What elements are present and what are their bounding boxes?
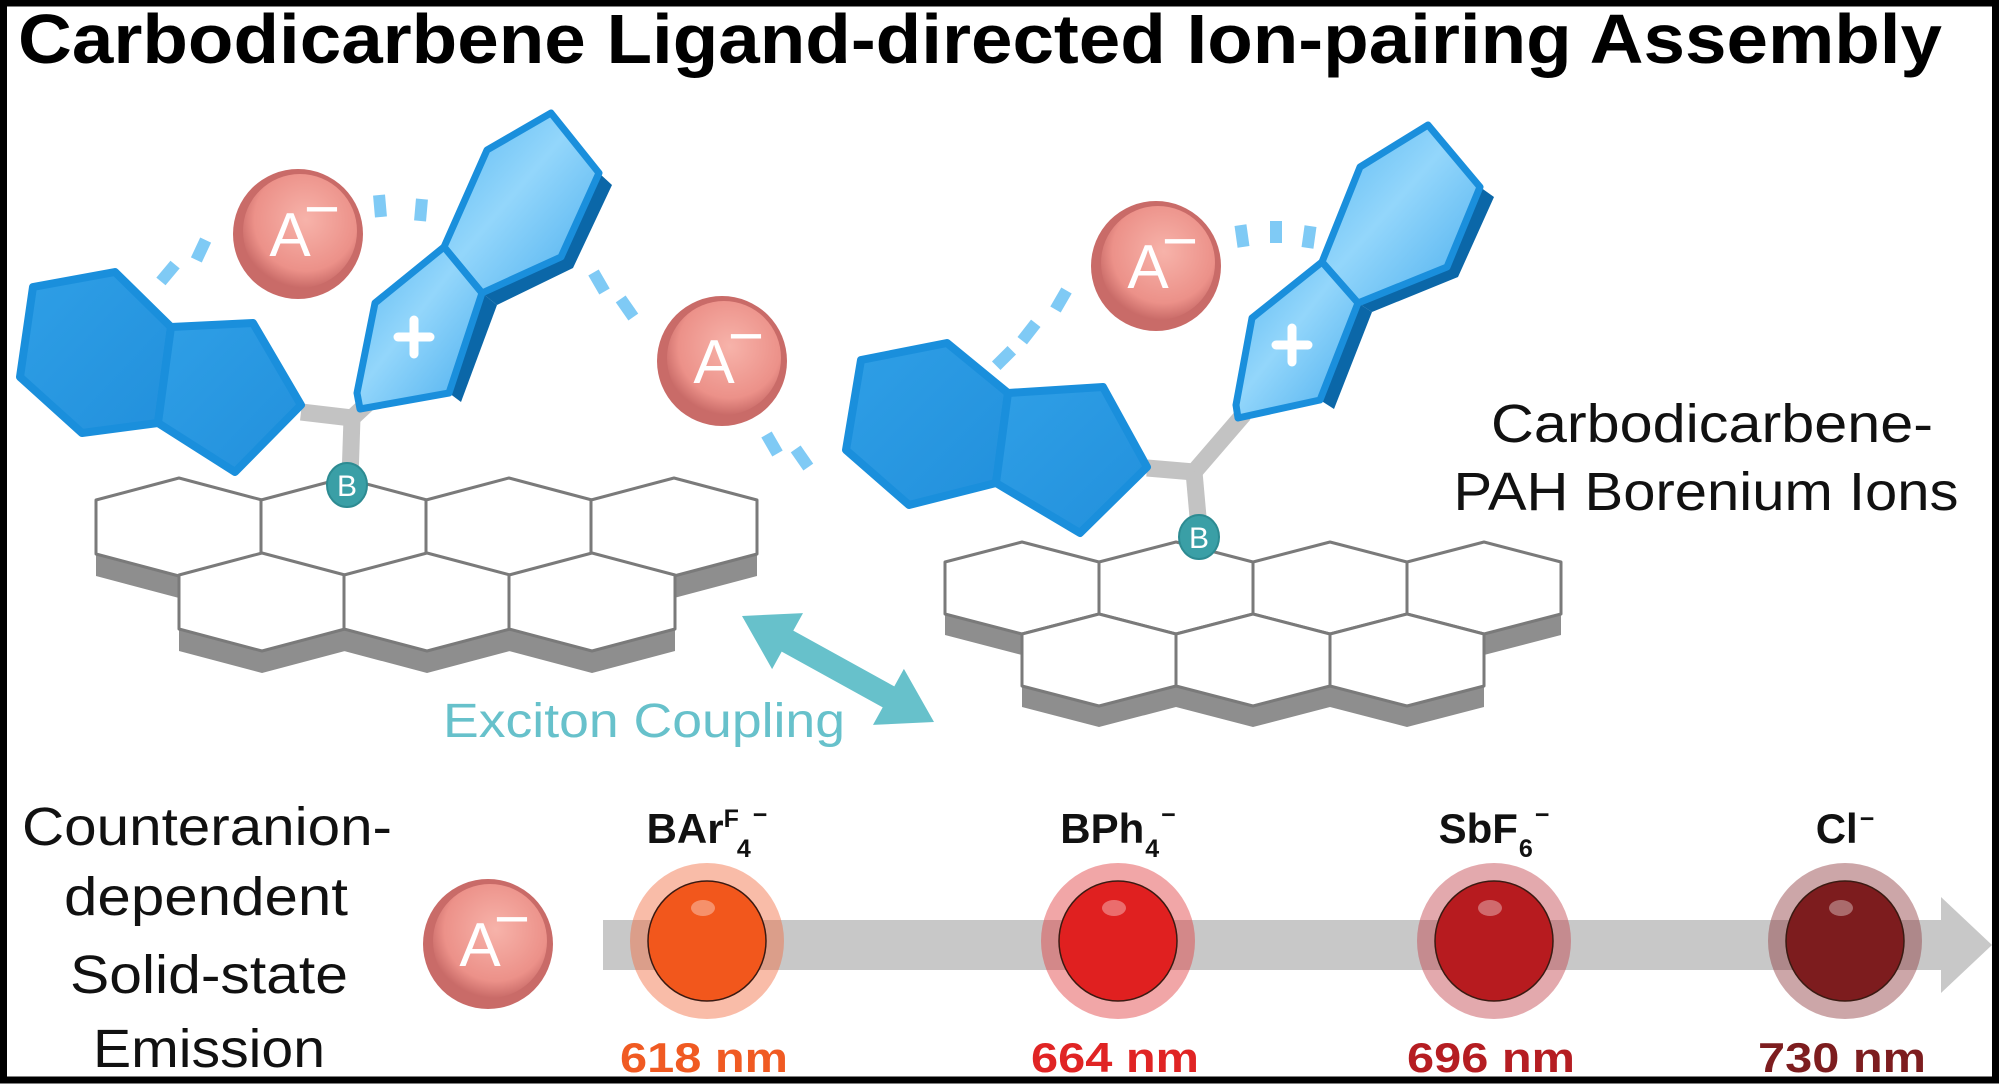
cation-ring-lower: [353, 243, 486, 413]
emission-trend-arrow: [603, 897, 1992, 993]
pah-sheet-left: [94, 476, 759, 673]
emission-label-line: Solid-state: [70, 945, 348, 1005]
anion-symbol: A: [1127, 233, 1169, 302]
formula-charge: −: [753, 801, 768, 829]
formula-superscript: F: [724, 805, 739, 833]
anion-charge: −: [728, 302, 764, 371]
ring-shadow: [449, 293, 497, 402]
sphere-highlight: [691, 900, 715, 916]
formula-base: Cl: [1816, 805, 1858, 852]
emission-sphere: [1785, 880, 1905, 1002]
formula-base: SbF: [1439, 805, 1518, 852]
emission-wavelength: 696 nm: [1407, 1034, 1575, 1081]
anion-symbol: A: [693, 328, 735, 397]
formula-subscript: 4: [1145, 835, 1159, 863]
formula-charge: −: [1535, 801, 1550, 829]
anion-charge: −: [1162, 207, 1198, 276]
pah-ring: [177, 551, 347, 653]
anion-symbol: A: [459, 911, 501, 980]
pah-ring: [1328, 612, 1486, 708]
exciton-coupling-label: Exciton Coupling: [443, 695, 845, 748]
anion-charge: −: [494, 885, 530, 954]
emission-wavelength: 618 nm: [620, 1034, 788, 1081]
formula-base: BAr: [647, 805, 724, 852]
anion-symbol: A: [269, 201, 311, 270]
sphere-highlight: [1478, 900, 1502, 916]
counteranion-formula: SbF6−: [1439, 801, 1550, 863]
molecule-label-line2: PAH Borenium Ions: [1454, 462, 1959, 522]
ligand-ring-pentagon: [154, 319, 305, 476]
formula-base: BPh: [1060, 805, 1144, 852]
emission-label-line: Emission: [93, 1019, 325, 1079]
emission-sphere: [1058, 880, 1178, 1002]
emission-sphere: [1434, 880, 1554, 1002]
counteranion-item: Cl− 730 nm: [1758, 805, 1926, 1081]
pah-ring: [507, 551, 677, 653]
molecule-right: B: [842, 121, 1494, 560]
emission-label: Counteranion- dependent Solid-state Emis…: [22, 797, 392, 1079]
molecule-label-line1: Carbodicarbene-: [1491, 394, 1933, 454]
anion-sphere-highlight: [667, 301, 781, 415]
anion-icon: A−: [657, 296, 787, 426]
figure-title: Carbodicarbene Ligand-directed Ion-pairi…: [18, 0, 1942, 78]
pah-ring: [1174, 612, 1332, 708]
ring-shadow: [482, 173, 612, 305]
formula-subscript: 6: [1519, 835, 1533, 863]
counteranion-formula: Cl−: [1816, 805, 1875, 852]
ligand-ring-pentagon: [992, 383, 1151, 537]
anion-icon: A−: [1091, 201, 1221, 331]
emission-wavelength: 730 nm: [1758, 1034, 1926, 1081]
anion-sphere-highlight: [1101, 206, 1215, 320]
boron-symbol: B: [1189, 522, 1209, 555]
sphere-highlight: [1829, 900, 1853, 916]
formula-charge: −: [1860, 805, 1875, 833]
molecule-left: B: [16, 109, 612, 508]
plus-charge-icon: [393, 315, 435, 359]
counteranion-item: BPh4− 664 nm: [1031, 801, 1199, 1081]
boron-atom: [326, 462, 368, 508]
ion-pair-dashes-left: [156, 194, 814, 471]
anion-icon: A−: [233, 169, 363, 299]
emission-label-line: Counteranion-: [22, 797, 392, 857]
boron-symbol: B: [337, 470, 357, 503]
formula-charge: −: [1161, 801, 1176, 829]
pah-ring: [1020, 612, 1178, 708]
anion-legend-icon: A−: [423, 879, 553, 1009]
exciton-coupling-arrow-icon: [742, 613, 934, 725]
sphere-highlight: [1102, 900, 1126, 916]
formula-subscript: 4: [737, 835, 751, 863]
anion-sphere-highlight: [433, 884, 547, 998]
boron-atom: [1178, 514, 1220, 560]
anion-charge: −: [304, 175, 340, 244]
plus-charge-icon: [1271, 323, 1313, 367]
emission-wavelength: 664 nm: [1031, 1034, 1199, 1081]
anion-sphere-highlight: [243, 174, 357, 288]
counteranion-formula: BPh4−: [1060, 801, 1176, 863]
counteranion-item: SbF6− 696 nm: [1407, 801, 1575, 1081]
cation-ring-lower: [1232, 258, 1362, 422]
ring-shadow: [1320, 303, 1372, 409]
ion-pair-dashes-right: [991, 221, 1317, 371]
pah-ring: [342, 551, 512, 653]
pah-sheet-right: [943, 540, 1563, 727]
emission-label-line: dependent: [64, 867, 348, 927]
emission-sphere: [647, 880, 767, 1002]
